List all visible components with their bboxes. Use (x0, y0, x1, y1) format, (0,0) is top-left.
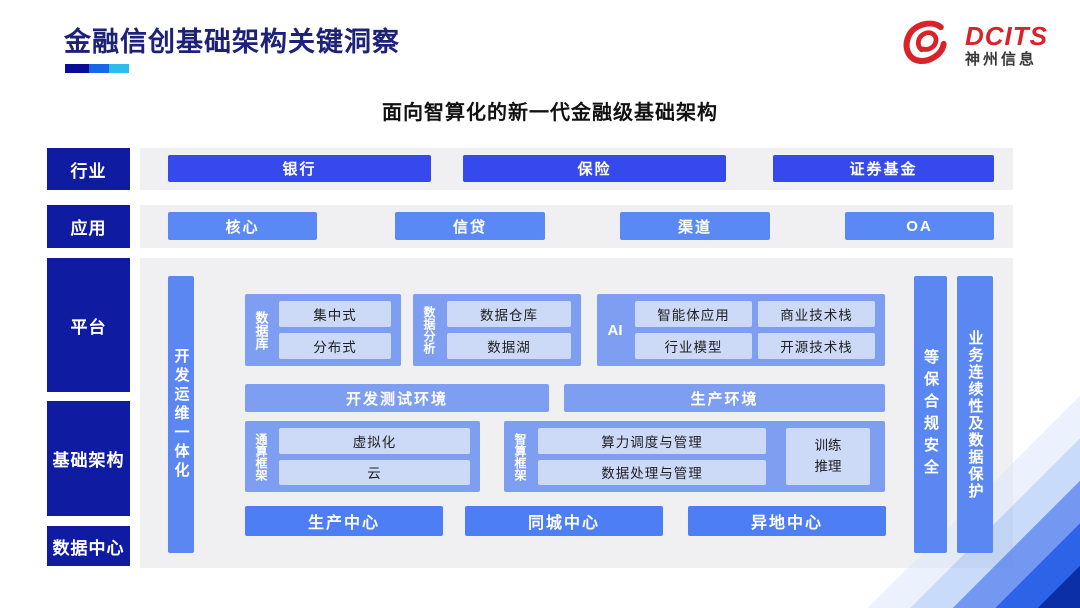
ai-item-opensource-stack: 开源技术栈 (758, 333, 875, 359)
analytics-group: 数据分析 数据仓库 数据湖 (413, 294, 581, 366)
analytics-item-warehouse: 数据仓库 (447, 301, 571, 327)
datacenter-item-samecity: 同城中心 (465, 506, 663, 536)
sidebar-row-datacenter: 数据中心 (47, 526, 130, 566)
database-group: 数据库 集中式 分布式 (245, 294, 401, 366)
logo-company: 神州信息 (965, 51, 1038, 69)
diagram-title: 面向智算化的新一代金融级基础架构 (382, 102, 718, 124)
underline-segment (109, 64, 129, 73)
database-item-centralized: 集中式 (279, 301, 391, 327)
underline-segment (89, 64, 109, 73)
intelligent-item-training-inference: 训练推理 (786, 428, 870, 485)
general-computing-group: 通算框架 虚拟化 云 (245, 421, 480, 492)
ai-group-label: AI (607, 321, 623, 339)
page-title: 金融信创基础架构关键洞察 (64, 27, 400, 57)
logo-text: DCITS 神州信息 (965, 20, 1048, 69)
industry-item-bank: 银行 (168, 155, 431, 182)
devtest-env-bar: 开发测试环境 (245, 384, 549, 412)
general-item-cloud: 云 (279, 459, 470, 485)
general-computing-label: 通算框架 (254, 432, 268, 481)
production-env-bar: 生产环境 (564, 384, 885, 412)
sidebar-row-industry: 行业 (47, 148, 130, 190)
application-item-oa: OA (845, 212, 994, 240)
industry-item-securities: 证券基金 (773, 155, 994, 182)
sidebar-row-platform: 平台 (47, 258, 130, 392)
devops-bar: 开发运维一体化 (168, 276, 194, 553)
sidebar-row-infrastructure: 基础架构 (47, 401, 130, 516)
intelligent-item-data-processing: 数据处理与管理 (538, 459, 766, 485)
ai-item-agent-apps: 智能体应用 (635, 301, 752, 327)
underline-segment (65, 64, 89, 73)
company-logo: DCITS 神州信息 (897, 18, 1048, 73)
security-compliance-bar: 等保合规安全 (914, 276, 947, 553)
business-continuity-bar: 业务连续性及数据保护 (957, 276, 993, 553)
database-group-label: 数据库 (253, 310, 269, 350)
database-item-distributed: 分布式 (279, 333, 391, 359)
logo-brand: DCITS (965, 20, 1048, 51)
ai-group: AI 智能体应用 商业技术栈 行业模型 开源技术栈 (597, 294, 885, 366)
datacenter-item-production: 生产中心 (245, 506, 443, 536)
industry-item-insurance: 保险 (463, 155, 726, 182)
application-item-channel: 渠道 (620, 212, 770, 240)
intelligent-computing-label: 智算框架 (513, 432, 527, 481)
logo-swirl-icon (897, 18, 957, 73)
sidebar-row-application: 应用 (47, 205, 130, 248)
analytics-group-label: 数据分析 (422, 306, 436, 354)
ai-item-commercial-stack: 商业技术栈 (758, 301, 875, 327)
datacenter-item-remote: 异地中心 (688, 506, 886, 536)
analytics-item-lake: 数据湖 (447, 333, 571, 359)
application-item-core: 核心 (168, 212, 317, 240)
intelligent-item-scheduling: 算力调度与管理 (538, 428, 766, 454)
title-underline (65, 64, 129, 73)
intelligent-computing-group: 智算框架 算力调度与管理 数据处理与管理 训练推理 (504, 421, 885, 492)
application-item-credit: 信贷 (395, 212, 545, 240)
ai-item-industry-models: 行业模型 (635, 333, 752, 359)
general-item-virtualization: 虚拟化 (279, 428, 470, 454)
